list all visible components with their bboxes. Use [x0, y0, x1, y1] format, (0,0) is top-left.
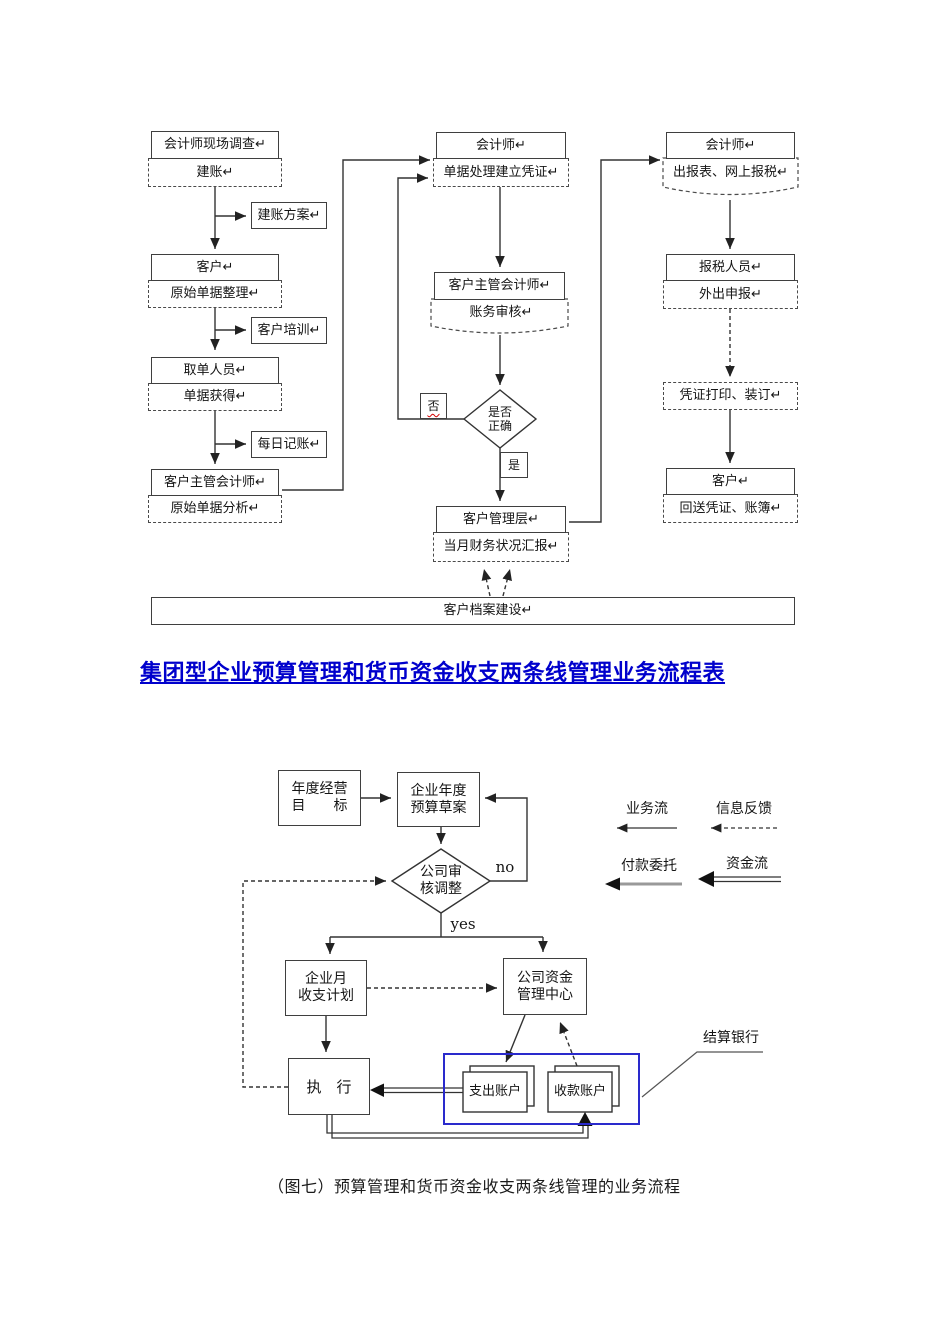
- branch-yes-label: 是: [500, 452, 528, 478]
- legend-payment-order: 付款委托: [621, 857, 677, 874]
- node-accountant-survey: 会计师现场调查↵: [151, 131, 279, 159]
- decision-diamond-correct: [462, 389, 538, 449]
- node-client-right: 客户↵: [666, 468, 795, 495]
- monthly-plan-line2: 收支计划: [298, 988, 354, 1004]
- node-client-management: 客户管理层↵: [436, 506, 566, 533]
- node-voucher-creation: 单据处理建立凭证↵: [433, 158, 569, 187]
- node-setup-plan: 建账方案↵: [251, 202, 327, 229]
- node-chief-accountant-mid: 客户主管会计师↵: [434, 272, 565, 300]
- doc-shape-account-review: [430, 298, 569, 334]
- receipt-account-card: [547, 1071, 613, 1113]
- decision-diamond-review: [390, 848, 492, 914]
- node-fund-center: 公司资金 管理中心: [503, 958, 587, 1015]
- no-text: 否: [427, 398, 440, 413]
- legend-business-flow: 业务流: [626, 800, 668, 817]
- payment-account-card: [462, 1071, 528, 1113]
- node-doc-obtain: 单据获得↵: [148, 383, 282, 411]
- decision-line1: 是否: [487, 404, 512, 419]
- bank-callout-line: [641, 1051, 763, 1098]
- node-voucher-print-bind: 凭证打印、装订↵: [663, 382, 798, 410]
- node-account-review-label: 账务审核↵: [469, 305, 533, 321]
- monthly-plan-line1: 企业月: [305, 971, 347, 988]
- decision-line2: 正确: [487, 419, 512, 433]
- fund-center-line2: 管理中心: [517, 986, 573, 1003]
- node-original-doc-sort: 原始单据整理↵: [148, 280, 282, 308]
- node-original-doc-analysis: 原始单据分析↵: [148, 495, 282, 523]
- label-receipt-account: 收款账户: [553, 1084, 606, 1100]
- node-execute: 执 行: [288, 1058, 370, 1115]
- node-client-archive-bar: 客户档案建设↵: [151, 597, 795, 625]
- node-client-training: 客户培训↵: [251, 317, 327, 344]
- annual-goal-line2: 目 标: [291, 798, 348, 814]
- node-daily-bookkeeping: 每日记账↵: [251, 431, 327, 458]
- bank-group-box: [443, 1053, 640, 1125]
- annual-goal-line1: 年度经营: [291, 781, 348, 798]
- decision-review-label: 公司审 核调整: [401, 855, 481, 907]
- node-annual-goal: 年度经营 目 标: [278, 770, 361, 826]
- section-title: 集团型企业预算管理和货币资金收支两条线管理业务流程表: [140, 661, 726, 686]
- legend-money-flow: 资金流: [726, 855, 768, 872]
- label-yes: yes: [450, 915, 476, 933]
- node-setup-books: 建账↵: [148, 158, 282, 187]
- node-accountant-mid: 会计师↵: [436, 132, 566, 159]
- decision-correct-label: 是否 正确: [470, 397, 530, 441]
- legend-arrows: [605, 823, 781, 891]
- node-return-vouchers: 回送凭证、账簿↵: [663, 494, 798, 523]
- doc-shape-report-taxfiling: [662, 157, 799, 196]
- node-monthly-plan: 企业月 收支计划: [285, 960, 367, 1016]
- review-line1: 公司审: [420, 864, 462, 881]
- node-report-taxfiling-label: 出报表、网上报税↵: [673, 165, 788, 181]
- node-doc-collector: 取单人员↵: [151, 357, 279, 384]
- node-budget-draft: 企业年度 预算草案: [397, 772, 480, 827]
- figure-caption: （图七）预算管理和货币资金收支两条线管理的业务流程: [268, 1177, 681, 1196]
- legend-info-feedback: 信息反馈: [716, 800, 772, 817]
- money-flow-arrows: [326, 1087, 589, 1139]
- branch-no-label: 否: [420, 393, 447, 419]
- node-tax-staff: 报税人员↵: [666, 254, 795, 281]
- label-settlement-bank: 结算银行: [703, 1029, 759, 1046]
- label-no: no: [495, 858, 515, 876]
- budget-draft-line1: 企业年度: [410, 782, 467, 799]
- budget-draft-line2: 预算草案: [410, 799, 467, 816]
- node-outside-filing: 外出申报↵: [663, 280, 798, 309]
- label-payment-account: 支出账户: [468, 1084, 521, 1100]
- node-chief-accountant-left: 客户主管会计师↵: [151, 469, 279, 496]
- fund-center-line1: 公司资金: [517, 969, 573, 986]
- node-monthly-finance-report: 当月财务状况汇报↵: [433, 532, 569, 562]
- node-client: 客户↵: [151, 254, 279, 281]
- node-accountant-right: 会计师↵: [666, 132, 795, 159]
- review-line2: 核调整: [420, 881, 462, 897]
